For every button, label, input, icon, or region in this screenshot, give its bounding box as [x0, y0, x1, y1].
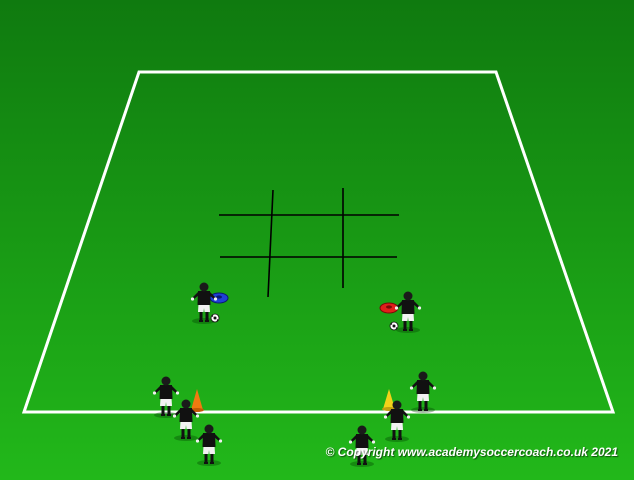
- copyright-notice: © Copyright www.academysoccercoach.co.uk…: [325, 445, 618, 459]
- ball-icon: [210, 313, 220, 323]
- pitch-boundary: [21, 70, 616, 414]
- grid-line: [267, 189, 274, 298]
- ball-icon: [389, 321, 399, 331]
- tic-tac-toe-grid: [219, 188, 399, 298]
